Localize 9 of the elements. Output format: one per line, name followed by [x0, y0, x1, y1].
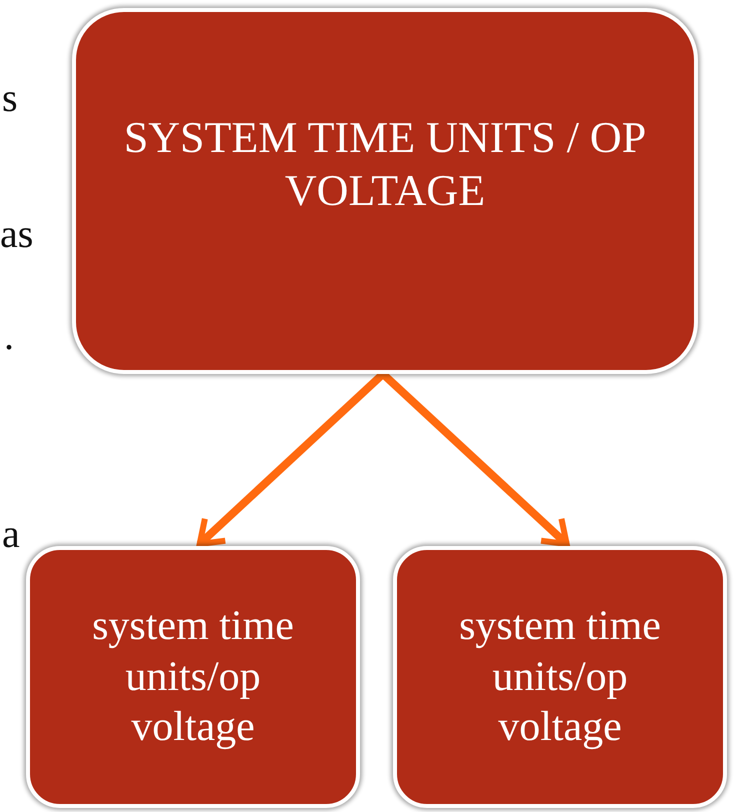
arrow	[380, 371, 570, 547]
cropped-text: .	[4, 312, 14, 359]
box-label: SYSTEM TIME UNITS / OP VOLTAGE	[122, 112, 648, 217]
cropped-text: a	[2, 510, 20, 557]
cropped-text: s	[2, 74, 18, 121]
cropped-text: as	[0, 210, 34, 257]
box-label: system time units/op voltage	[91, 602, 295, 752]
arrow	[196, 371, 386, 547]
box-label: system time units/op voltage	[458, 602, 662, 752]
